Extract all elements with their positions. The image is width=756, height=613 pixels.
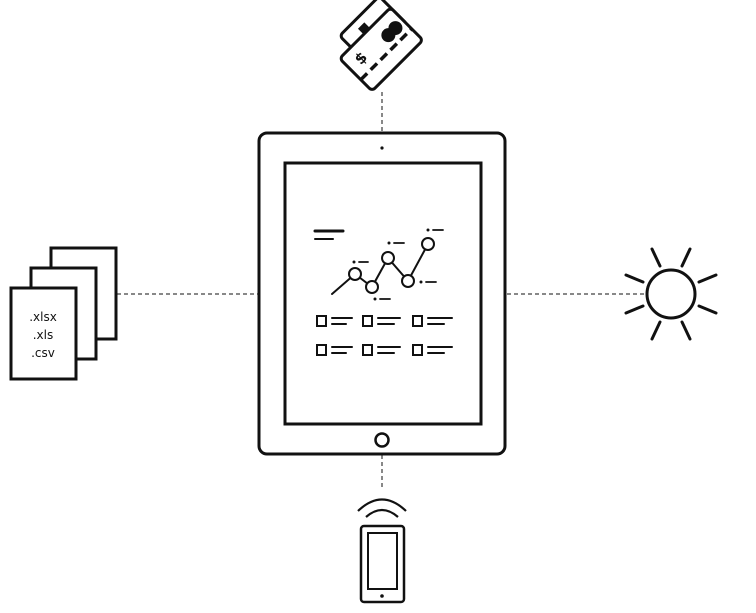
tablet-icon — [257, 131, 507, 456]
chart-line — [331, 243, 429, 295]
chart-point-labels — [352, 228, 444, 301]
wifi-arc-outer — [357, 498, 407, 512]
file-front — [9, 286, 78, 381]
connector-lines — [117, 92, 645, 490]
dashboard-content — [313, 228, 453, 356]
tablet-body — [257, 131, 507, 456]
chart-point-5 — [421, 237, 435, 251]
file-type-xlsx: .xlsx — [29, 310, 57, 324]
smartphone-wireless-icon — [357, 498, 407, 604]
wifi-arc-inner — [365, 508, 399, 518]
file-type-xls: .xls — [33, 328, 54, 342]
tablet-camera — [380, 146, 384, 150]
spreadsheet-files-icon: .xlsx .xls .csv — [9, 246, 118, 381]
phone-home-button — [380, 594, 384, 598]
sun-icon — [624, 247, 718, 341]
phone-body — [359, 524, 406, 604]
chart-point-3 — [381, 251, 395, 265]
sun-core — [645, 268, 697, 320]
chart-point-1 — [348, 267, 362, 281]
tablet-screen — [283, 161, 483, 426]
tablet-home-button — [374, 432, 390, 448]
chart-point-4 — [401, 274, 415, 288]
credit-card-icon: $ — [339, 0, 423, 91]
file-type-csv: .csv — [31, 346, 55, 360]
chart-point-2 — [365, 280, 379, 294]
phone-screen — [367, 532, 398, 590]
sun-rays — [624, 247, 718, 341]
dashboard-legend — [316, 315, 453, 356]
card-front — [339, 7, 423, 91]
